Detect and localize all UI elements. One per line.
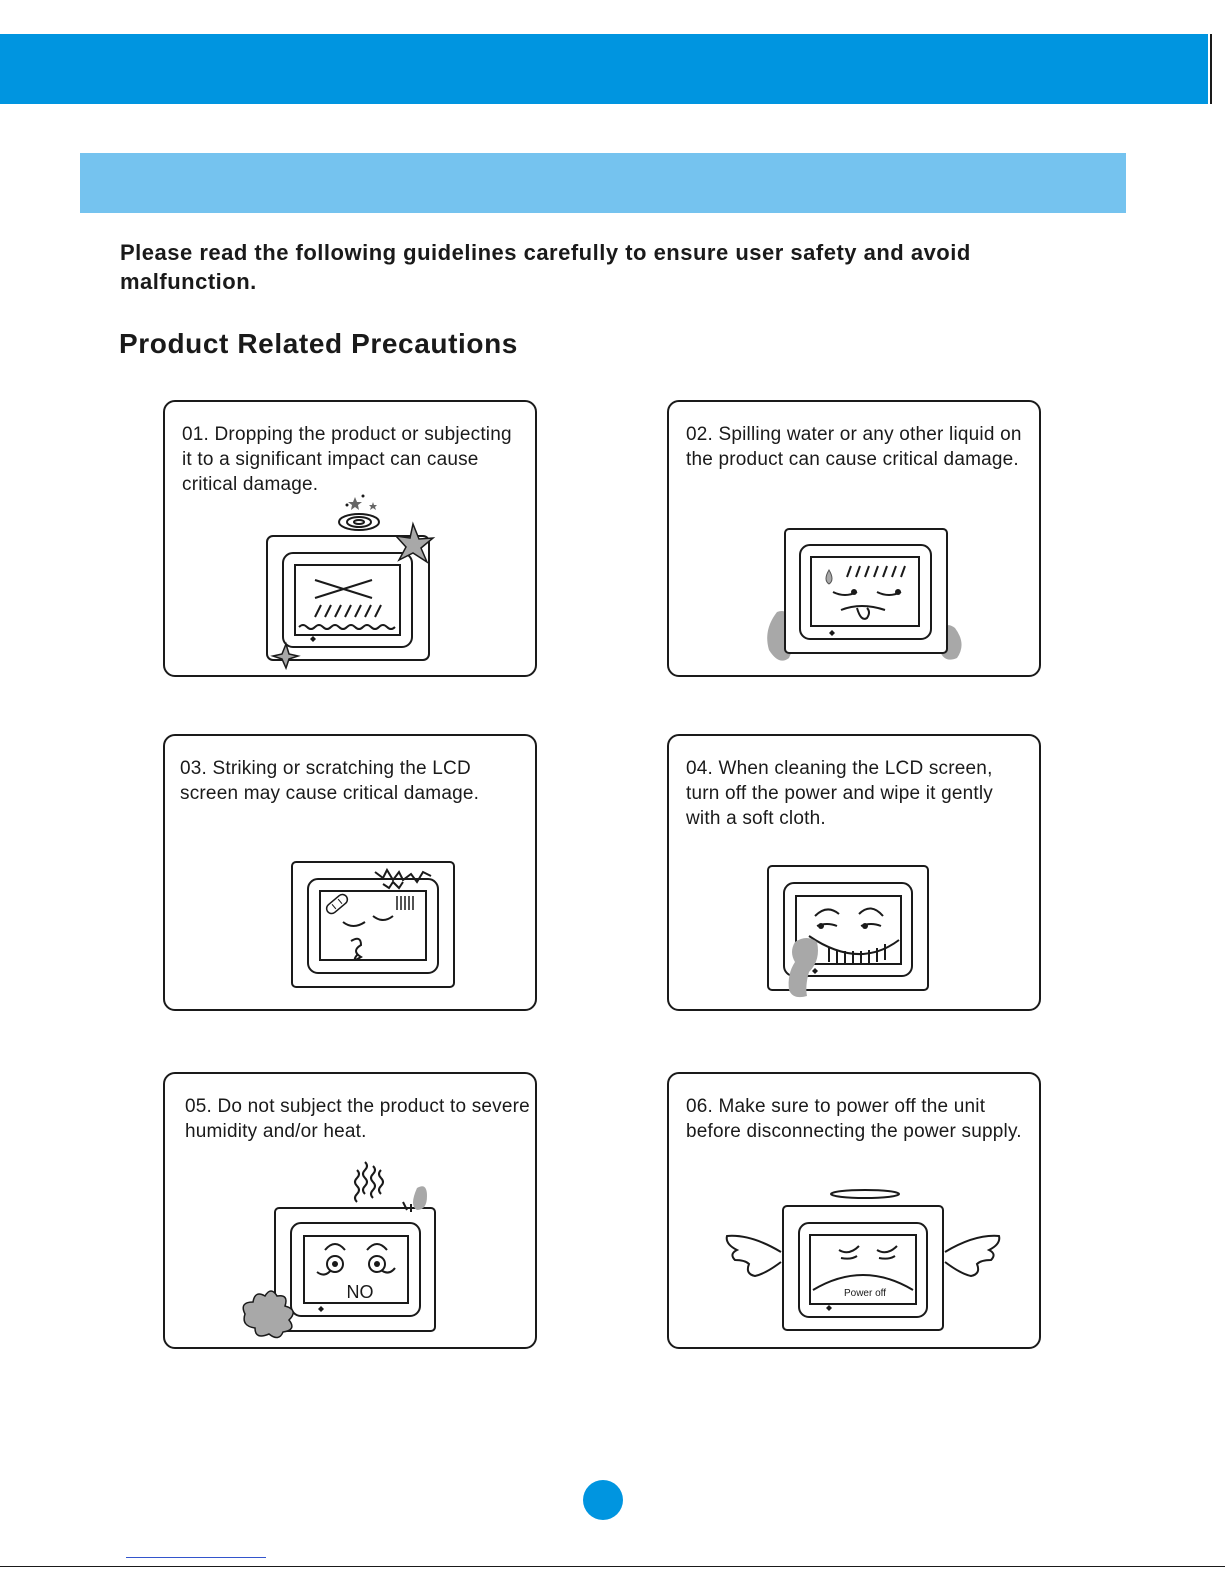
humidity-heat-tv-icon: NO xyxy=(242,1161,436,1339)
precaution-text-03: 03. Striking or scratching the LCD scree… xyxy=(180,758,480,804)
header-bar xyxy=(0,34,1208,104)
precaution-text-02: 02. Spilling water or any other liquid o… xyxy=(686,424,1022,470)
scratched-tv-icon xyxy=(291,861,455,988)
power-off-label: Power off xyxy=(844,1288,886,1299)
no-label: NO xyxy=(347,1282,374,1302)
angel-tv-icon: Power off xyxy=(725,1189,1001,1331)
precaution-card-06: 06. Make sure to power off the unit befo… xyxy=(667,1072,1041,1349)
dropped-tv-icon xyxy=(266,494,436,671)
page-number-dot xyxy=(583,1480,623,1520)
precaution-card-03: 03. Striking or scratching the LCD scree… xyxy=(163,734,537,1011)
precaution-card-04: 04. When cleaning the LCD screen, turn o… xyxy=(667,734,1041,1011)
precaution-card-01: 01. Dropping the product or subjecting i… xyxy=(163,400,537,677)
cleaning-tv-icon xyxy=(767,865,929,998)
precaution-text-04: 04. When cleaning the LCD screen, turn o… xyxy=(686,758,994,829)
section-heading: Product Related Precautions xyxy=(119,328,518,359)
spilled-liquid-tv-icon xyxy=(767,528,962,661)
footer-link-underline xyxy=(126,1557,266,1558)
intro-text: Please read the following guidelines car… xyxy=(120,240,971,294)
section-title-band xyxy=(80,153,1126,213)
precaution-text-06: 06. Make sure to power off the unit befo… xyxy=(686,1096,1022,1142)
precaution-card-02: 02. Spilling water or any other liquid o… xyxy=(667,400,1041,677)
precaution-text-01: 01. Dropping the product or subjecting i… xyxy=(182,424,512,495)
precaution-text-05: 05. Do not subject the product to severe… xyxy=(185,1096,530,1142)
header-bar-edge xyxy=(1210,34,1212,104)
precaution-card-05: 05. Do not subject the product to severe… xyxy=(163,1072,537,1349)
footer-rule xyxy=(0,1566,1225,1567)
